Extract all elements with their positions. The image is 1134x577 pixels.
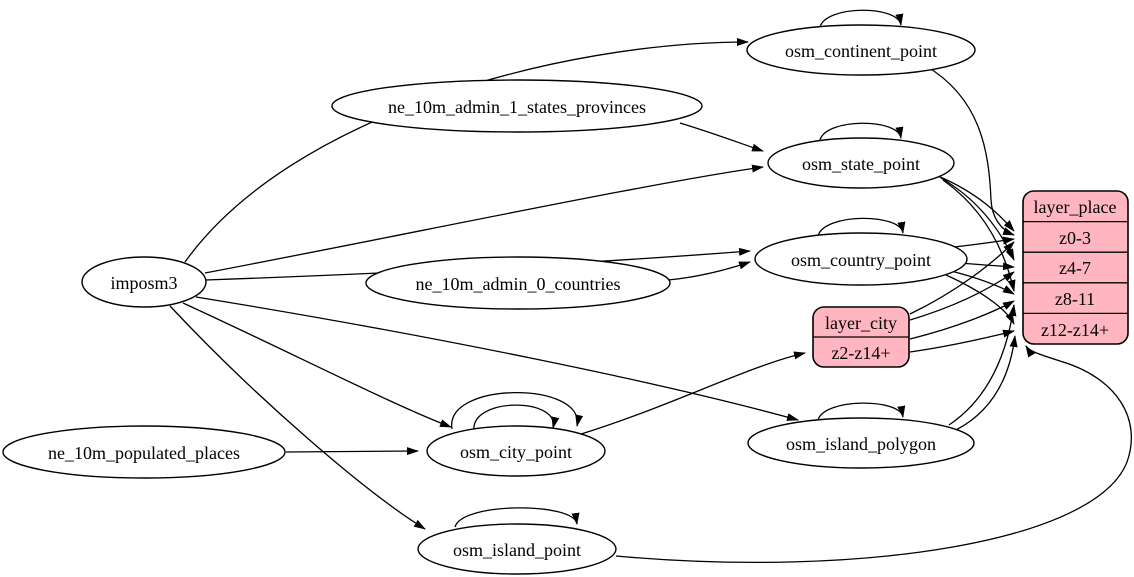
- edge-ne_10m_admin_0_countries-osm_country_point: [667, 261, 751, 281]
- record-layer_place-row-z4-7: z4-7: [1059, 258, 1091, 278]
- node-osm_island_polygon-shape: [747, 417, 975, 469]
- node-ne_10m_populated_places-shape: [2, 425, 286, 479]
- edge-imposm3-osm_island_polygon: [195, 296, 799, 421]
- node-ne_10m_admin_0_countries-shape: [365, 256, 671, 310]
- node-osm_island_point-shape: [417, 523, 617, 575]
- node-osm_island_point-label: osm_island_point: [452, 540, 582, 560]
- edge-ne_10m_populated_places-osm_city_point: [285, 447, 419, 456]
- edge-osm_island_polygon-z8-11: [948, 304, 1017, 426]
- edge-imposm3-osm_state_point: [204, 164, 764, 274]
- selfloop-osm_island_polygon: [817, 402, 906, 421]
- edge-layer_city-z8-11: [909, 300, 1015, 340]
- edge-imposm3-osm_continent_point: [184, 38, 749, 263]
- edge-osm_city_point-layer_city_z2: [577, 351, 806, 436]
- selfloop-osm_city_point-outer: [451, 391, 584, 430]
- record-layer_city-title: layer_city: [825, 313, 897, 333]
- edge-layer_city-z0-3: [909, 241, 1015, 315]
- node-ne_10m_admin_1_states_provinces-label: ne_10m_admin_1_states_provinces: [388, 97, 646, 117]
- edge-ne_10m_admin_1_states_provinces-osm_state_point: [679, 122, 764, 152]
- node-ne_10m_admin_1_states_provinces-shape: [331, 79, 703, 133]
- node-osm_continent_point-label: osm_continent_point: [785, 41, 937, 61]
- node-ne_10m_admin_0_countries-label: ne_10m_admin_0_countries: [415, 274, 621, 294]
- node-osm_city_point-shape: [426, 425, 606, 477]
- edge-imposm3-osm_island_point: [169, 305, 426, 530]
- node-osm_state_point-shape: [767, 137, 955, 189]
- edge-osm_island_polygon-z12-z14: [955, 335, 1018, 431]
- record-layer_place-row-z8-11: z8-11: [1054, 289, 1096, 309]
- node-osm_continent_point-shape: [746, 24, 976, 76]
- edge-layer_city-z12-z14: [909, 329, 1015, 353]
- edge-osm_state_point-z0-3: [937, 175, 1015, 232]
- node-osm_city_point-label: osm_city_point: [460, 442, 572, 462]
- selfloop-osm_state_point: [819, 122, 904, 141]
- selfloop-osm_city_point-inner: [473, 404, 560, 432]
- node-imposm3-label: imposm3: [110, 273, 178, 293]
- edge-osm_state_point-z8-11: [942, 179, 1016, 292]
- selfloop-osm_island_point: [454, 507, 580, 528]
- record-layer_place-shape: [1022, 190, 1129, 345]
- node-ne_10m_populated_places-label: ne_10m_populated_places: [48, 443, 240, 463]
- edge-layer_city-z4-7: [909, 271, 1015, 321]
- selfloop-osm_continent_point: [819, 9, 904, 28]
- selfloop-osm_country_point: [817, 217, 906, 237]
- node-osm_island_polygon-label: osm_island_polygon: [785, 434, 937, 454]
- record-layer_place-row-z12-z14: z12-z14+: [1040, 320, 1110, 340]
- node-osm_state_point-label: osm_state_point: [802, 154, 920, 174]
- edge-imposm3-osm_city_point: [182, 302, 452, 428]
- record-layer_city-row-z2-z14: z2-z14+: [831, 343, 891, 363]
- node-osm_country_point-label: osm_country_point: [791, 250, 931, 270]
- node-imposm3-shape: [81, 256, 207, 308]
- edge-osm_country_point-z8-11: [950, 270, 1015, 295]
- edge-osm_country_point-z0-3: [953, 236, 1015, 248]
- edge-osm_island_point-z12-z14: [615, 345, 1132, 563]
- node-osm_country_point-shape: [754, 232, 968, 286]
- edge-osm_continent_point-z0-3: [925, 65, 1015, 236]
- record-layer_place-title: layer_place: [1033, 197, 1117, 217]
- record-layer_place-row-z0-3: z0-3: [1059, 228, 1091, 248]
